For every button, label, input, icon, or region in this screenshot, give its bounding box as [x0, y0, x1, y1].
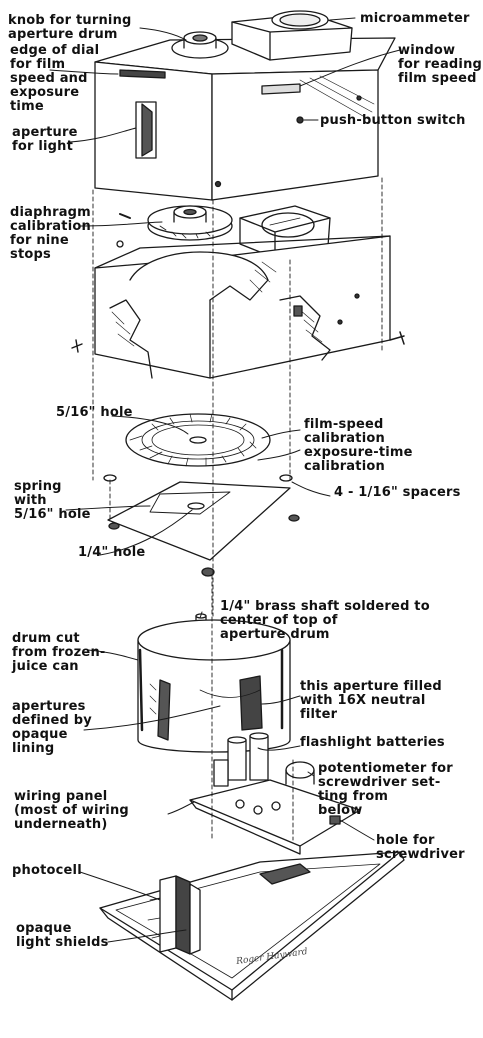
- leader-lines: [49, 17, 401, 943]
- label-hole-1-4: 1/4" hole: [78, 545, 146, 560]
- label-window: window for reading film speed: [398, 43, 483, 86]
- label-wiring-panel: wiring panel (most of wiring underneath): [14, 789, 129, 832]
- calibration-disc: [125, 413, 271, 467]
- label-apertures-defined: apertures defined by opaque lining: [12, 699, 92, 756]
- label-light-shields: opaque light shields: [16, 921, 109, 950]
- label-knob: knob for turning aperture drum: [8, 13, 132, 42]
- label-spacers: 4 - 1/16" spacers: [334, 485, 461, 500]
- label-aperture-for-light: aperture for light: [12, 125, 78, 154]
- alignment-lines: [92, 177, 383, 841]
- label-flashlight-batteries: flashlight batteries: [300, 735, 445, 750]
- base-tray: [99, 851, 405, 1001]
- top-housing: [94, 10, 396, 201]
- label-hole-5-16: 5/16" hole: [56, 405, 133, 420]
- label-potentiometer: potentiometer for screwdriver set- ting …: [318, 761, 453, 818]
- label-brass-shaft: 1/4" brass shaft soldered to center of t…: [220, 599, 430, 642]
- label-diaphragm: diaphragm calibration for nine stops: [10, 205, 91, 262]
- middle-shell: [71, 235, 405, 379]
- spring-plate: [103, 474, 300, 577]
- label-microammeter: microammeter: [360, 11, 470, 26]
- label-drum-cut: drum cut from frozen- juice can: [12, 631, 106, 674]
- label-push-button: push-button switch: [320, 113, 466, 128]
- label-edge-of-dial: edge of dial for film speed and exposure…: [10, 43, 100, 114]
- label-film-speed-calibration: film-speed calibration exposure-time cal…: [304, 417, 413, 474]
- diaphragm-assembly: [116, 205, 331, 263]
- label-hole-for-screwdriver: hole for screwdriver: [376, 833, 465, 862]
- label-photocell: photocell: [12, 863, 82, 878]
- label-aperture-filter: this aperture filled with 16X neutral fi…: [300, 679, 442, 722]
- label-spring: spring with 5/16" hole: [14, 479, 91, 522]
- aperture-drum: [137, 613, 291, 753]
